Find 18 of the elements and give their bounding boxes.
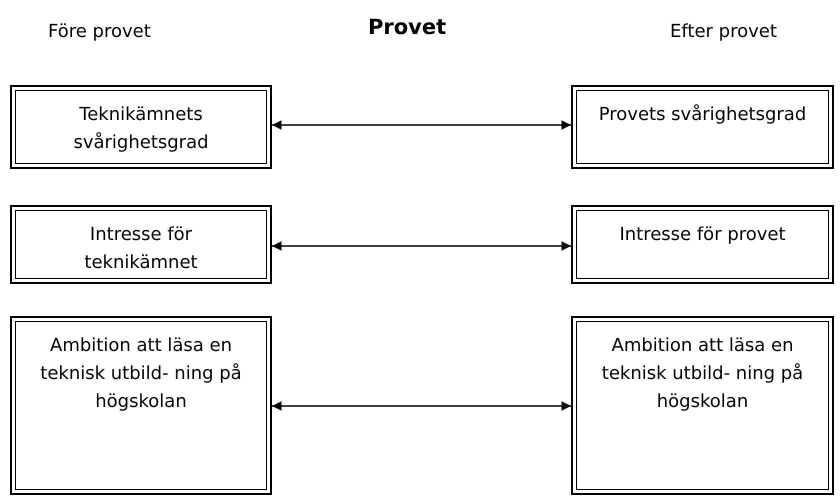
title: Provet bbox=[368, 14, 446, 41]
column-heading: Före provet bbox=[48, 20, 151, 44]
double-headed-arrow bbox=[272, 120, 571, 130]
box-text: Intresse för provet bbox=[619, 223, 786, 247]
box-text: Teknikämnets svårighetsgrad bbox=[72, 103, 210, 155]
box-text: Intresse för teknikämnet bbox=[83, 223, 199, 275]
column-heading: Efter provet bbox=[670, 20, 777, 44]
double-bordered-box bbox=[571, 205, 834, 284]
double-bordered-box bbox=[571, 85, 834, 169]
double-bordered-box bbox=[10, 316, 272, 495]
double-headed-arrow bbox=[272, 401, 571, 411]
box-text: Ambition att läsa en teknisk utbild- ning på högskolan bbox=[600, 334, 804, 414]
double-headed-arrow bbox=[272, 241, 571, 251]
double-bordered-box bbox=[571, 316, 834, 495]
box-text: Provets svårighetsgrad bbox=[598, 103, 806, 127]
double-bordered-box bbox=[10, 85, 272, 169]
box-text: Ambition att läsa en teknisk utbild- ning på högskolan bbox=[39, 334, 243, 414]
double-bordered-box bbox=[10, 205, 272, 284]
